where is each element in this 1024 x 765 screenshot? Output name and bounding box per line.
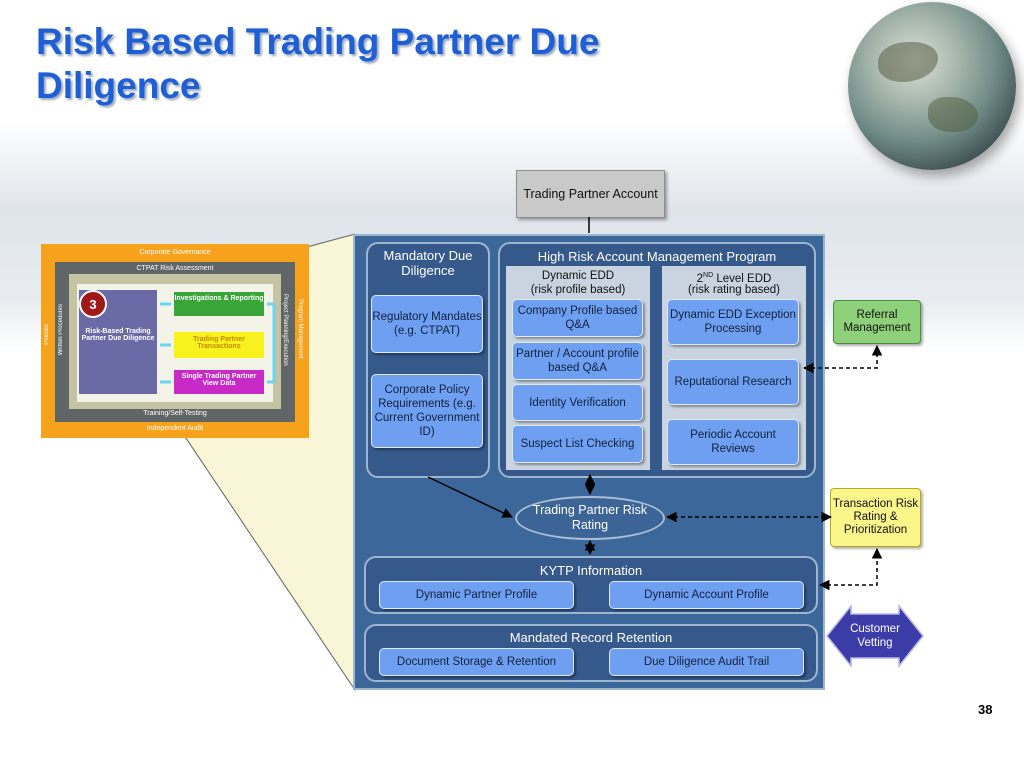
high-risk-header: High Risk Account Management Program	[537, 249, 777, 264]
thumb-investigations: Investigations & Reporting	[174, 295, 264, 302]
edd-exception-processing-button[interactable]: Dynamic EDD Exception Processing	[667, 299, 799, 345]
due-diligence-audit-trail-button[interactable]: Due Diligence Audit Trail	[609, 648, 804, 676]
reputational-research-button[interactable]: Reputational Research	[667, 359, 799, 405]
dynamic-account-profile-button[interactable]: Dynamic Account Profile	[609, 581, 804, 609]
kytp-transaction-arrow	[818, 547, 883, 591]
suspect-list-checking-button[interactable]: Suspect List Checking	[512, 425, 643, 463]
thumb-independent-audit: Independent Audit	[146, 425, 204, 432]
thumb-single-view: Single Trading Partner View Data	[181, 373, 257, 387]
document-storage-button[interactable]: Document Storage & Retention	[379, 648, 574, 676]
reputational-referral-arrow	[802, 344, 883, 374]
level2-edd-subtitle: (risk rating based)	[687, 284, 781, 296]
customer-vetting-shape	[826, 603, 924, 669]
partner-account-qa-button[interactable]: Partner / Account profile based Q&A	[512, 342, 643, 380]
referral-management-box: Referral Management	[833, 300, 921, 344]
thumb-project-planning: Project Planning/Execution	[282, 294, 288, 366]
dynamic-edd-subtitle: (risk profile based)	[530, 284, 626, 296]
mandatory-header: Mandatory Due Diligence	[383, 248, 473, 278]
thumb-transactions: Trading Partner Transactions	[193, 336, 245, 350]
thumb-step-badge: 3	[79, 290, 107, 318]
framework-thumbnail: Corporate Governance CTPAT Risk Assessme…	[41, 244, 309, 438]
corporate-policy-button[interactable]: Corporate Policy Requirements (e.g. Curr…	[371, 374, 483, 448]
periodic-account-reviews-button[interactable]: Periodic Account Reviews	[667, 419, 799, 465]
thumb-single-view-box	[174, 370, 264, 394]
thumb-transactions-box	[174, 332, 264, 358]
thumb-corporate-governance: Corporate Governance	[139, 249, 211, 256]
thumb-ctpat-risk: CTPAT Risk Assessment	[136, 265, 214, 272]
level2-edd-title: 2ND Level EDD	[696, 272, 772, 285]
dynamic-edd-title: Dynamic EDD	[541, 270, 615, 282]
dynamic-partner-profile-button[interactable]: Dynamic Partner Profile	[379, 581, 574, 609]
trading-partner-risk-rating: Trading Partner Risk Rating	[515, 496, 665, 540]
customer-vetting-label: Customer Vetting	[850, 623, 900, 649]
retention-header: Mandated Record Retention	[509, 630, 673, 645]
thumb-arrows	[160, 302, 276, 384]
transaction-risk-rating-box: Transaction Risk Rating & Prioritization	[830, 488, 921, 547]
company-profile-qa-button[interactable]: Company Profile based Q&A	[512, 299, 643, 337]
globe-image	[848, 2, 1016, 170]
page-number: 38	[978, 702, 993, 717]
identity-verification-button[interactable]: Identity Verification	[512, 384, 643, 421]
slide-title: Risk Based Trading Partner Due Diligence	[36, 21, 600, 106]
thumb-training: Training/Self-Testing	[143, 410, 207, 417]
mandatory-rating-arrow	[427, 476, 513, 518]
thumb-investigations-box	[174, 292, 264, 316]
regulatory-mandates-button[interactable]: Regulatory Mandates (e.g. CTPAT)	[371, 295, 483, 353]
thumb-program-management: Program Management	[297, 299, 303, 359]
trading-partner-account-box: Trading Partner Account	[516, 170, 665, 218]
kytp-header: KYTP Information	[539, 563, 643, 578]
thumb-core-label: Risk-Based Trading Partner Due Diligence	[81, 328, 155, 342]
